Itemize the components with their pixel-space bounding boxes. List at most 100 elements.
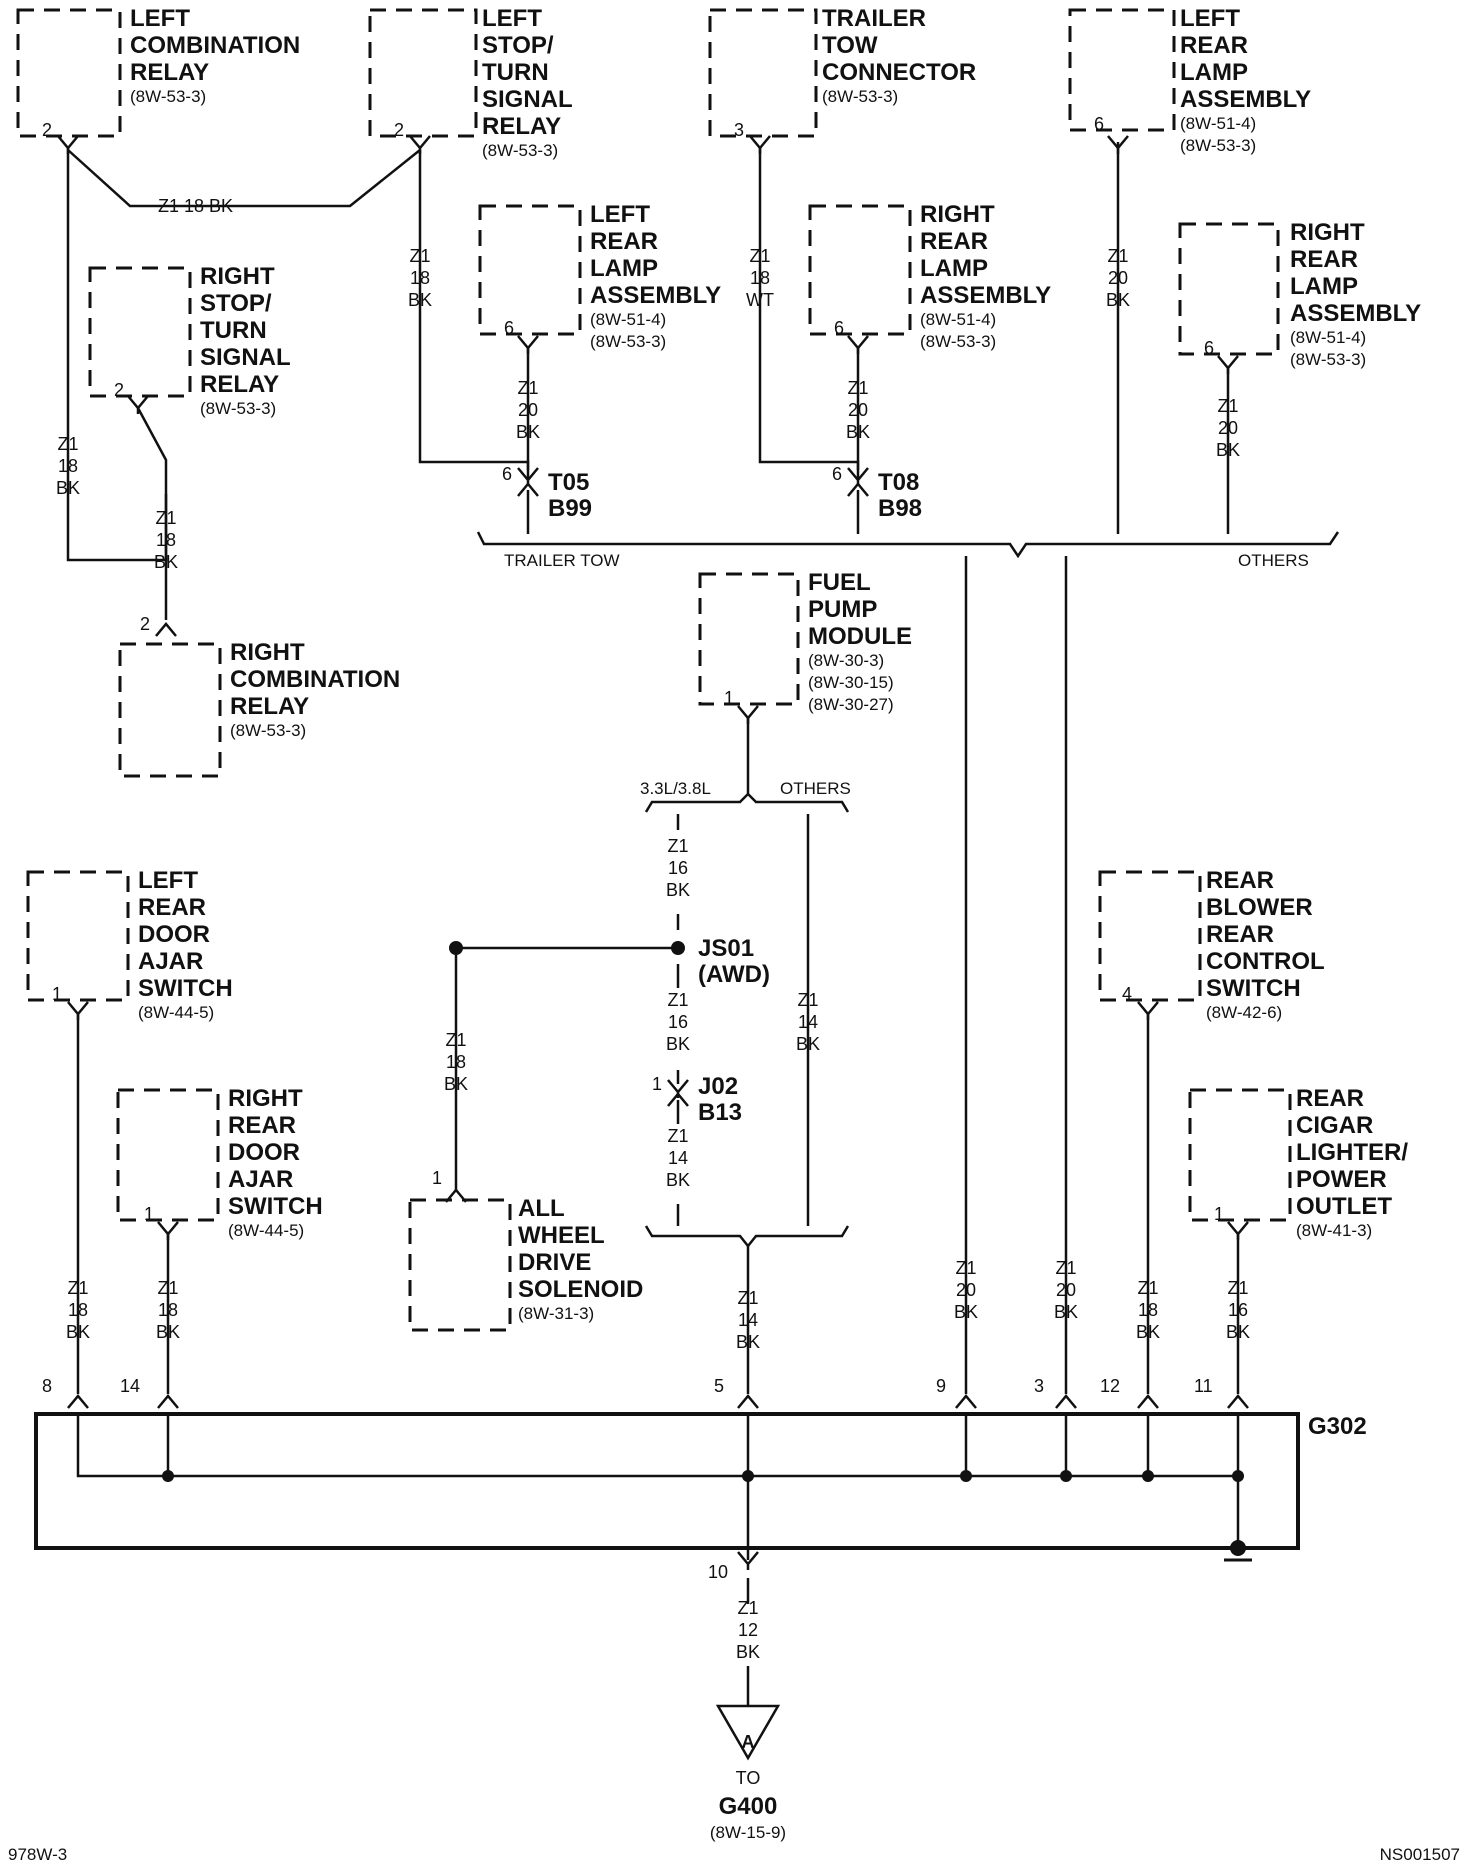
label-line: BLOWER [1206, 894, 1313, 921]
pin-number: 5 [714, 1376, 724, 1396]
label-line: REAR [1206, 867, 1274, 894]
label-line: STOP/ [482, 32, 554, 59]
male-terminal-icon [1137, 1394, 1159, 1409]
rear-blower-control-box [1098, 870, 1202, 1002]
g400-label: G400 [719, 1793, 778, 1820]
label-line: 16 [1228, 1300, 1248, 1320]
to-label: TO [736, 1768, 761, 1788]
branch-trailer-tow: TRAILER TOW [504, 551, 620, 570]
ref-line: (8W-53-3) [822, 87, 898, 106]
ref-line: (8W-51-4) [920, 310, 996, 329]
label-line: Z1 [157, 1278, 178, 1298]
branch-engine: 3.3L/3.8L [640, 779, 711, 798]
female-terminal-icon [409, 135, 431, 154]
label-line: COMBINATION [130, 32, 300, 59]
label-line: RELAY [230, 693, 309, 720]
label-line: BK [408, 290, 432, 310]
label-line: BK [1106, 290, 1130, 310]
label-line: 18 [156, 530, 176, 550]
label-line: BK [666, 1034, 690, 1054]
label-line: REAR [138, 894, 206, 921]
label-line: Z1 [409, 246, 430, 266]
label-line: REAR [1296, 1085, 1364, 1112]
connector-symbols [57, 135, 1249, 1570]
label-line: 20 [1108, 268, 1128, 288]
connector-label: JS01(AWD) [698, 935, 770, 988]
pin-number: 4 [1122, 984, 1132, 1004]
ref-line: (8W-53-3) [200, 399, 276, 418]
male-terminal-icon [155, 622, 177, 637]
female-terminal-icon [517, 467, 539, 486]
label-line: BK [1226, 1322, 1250, 1342]
splice-awd [449, 941, 463, 955]
label-line: B99 [548, 495, 592, 522]
label-line: RIGHT [920, 201, 995, 228]
ref-line: (8W-53-3) [1290, 350, 1366, 369]
female-terminal-icon [749, 135, 771, 154]
female-terminal-icon [517, 335, 539, 354]
female-terminal-icon [127, 395, 149, 414]
label-line: STOP/ [200, 290, 272, 317]
label-line: CONNECTOR [822, 59, 976, 86]
ref-line: (8W-53-3) [590, 332, 666, 351]
g302-box [34, 1412, 1300, 1550]
left-stop-turn-relay-box [368, 8, 478, 138]
label-line: RELAY [200, 371, 279, 398]
pin-number: 1 [52, 984, 62, 1004]
female-terminal-icon [847, 467, 869, 486]
label-line: OUTLET [1296, 1193, 1392, 1220]
wire-ttc-t08 [758, 148, 860, 480]
label-line: BK [666, 880, 690, 900]
label-line: ALL [518, 1195, 565, 1222]
right-rear-lamp-right-box [1178, 222, 1280, 356]
footer-right: NS001507 [1380, 1845, 1460, 1864]
brace-fuel-bottom [644, 1225, 850, 1249]
label-line: TRAILER [822, 5, 926, 32]
pin-number: 3 [734, 120, 744, 140]
pin-number: 1 [1214, 1204, 1224, 1224]
wire-lst-t05 [418, 150, 530, 480]
right-combination-relay-box [118, 642, 222, 778]
awd-solenoid-box [408, 1198, 512, 1332]
label-line: 12 [738, 1620, 758, 1640]
left-rear-lamp-top-box [1068, 8, 1176, 132]
label-line: LAMP [920, 255, 988, 282]
label-line: LEFT [590, 201, 650, 228]
fuel-pump-module-box [698, 572, 800, 706]
label-line: RIGHT [228, 1085, 303, 1112]
label-line: 14 [668, 1148, 688, 1168]
label-line: CIGAR [1296, 1112, 1373, 1139]
wire-rst [136, 407, 168, 620]
pin-number: 2 [394, 120, 404, 140]
label-line: DOOR [138, 921, 210, 948]
label-line: TURN [200, 317, 267, 344]
label-line: 14 [798, 1012, 818, 1032]
label-line: BK [666, 1170, 690, 1190]
ref-line: (8W-51-4) [1180, 114, 1256, 133]
female-terminal-icon [1227, 1221, 1249, 1240]
label-line: LEFT [138, 867, 198, 894]
label-line: Z1 [1137, 1278, 1158, 1298]
label-line: LEFT [1180, 5, 1240, 32]
label-line: REAR [920, 228, 988, 255]
pin-number: 6 [502, 464, 512, 484]
ref-line: (8W-51-4) [590, 310, 666, 329]
label-line: SWITCH [228, 1193, 323, 1220]
ref-line: (8W-44-5) [138, 1003, 214, 1022]
